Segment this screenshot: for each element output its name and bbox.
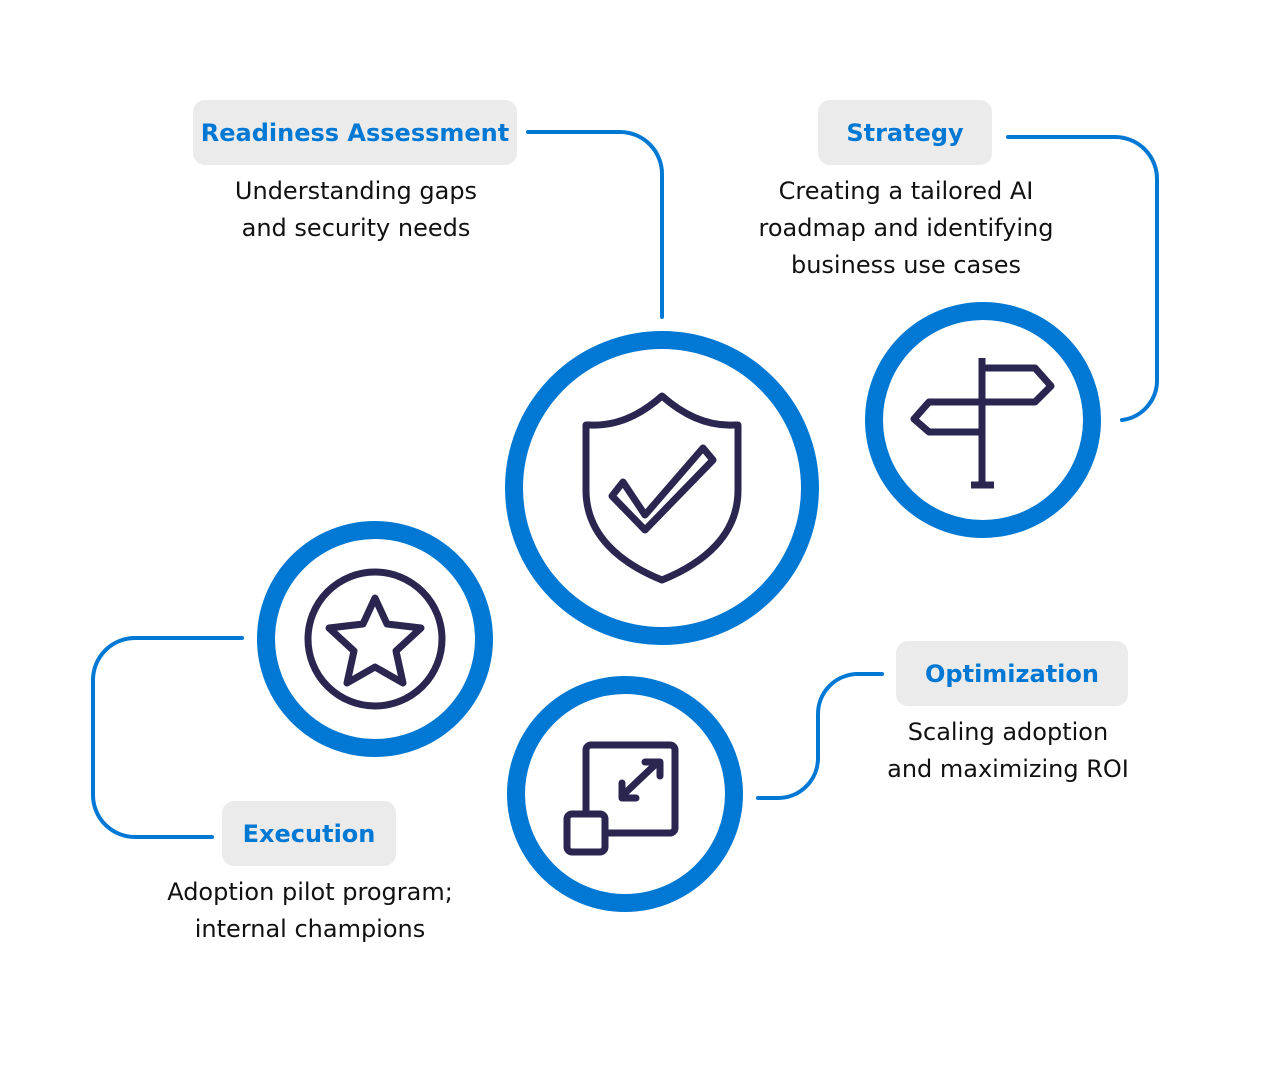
star-circle xyxy=(257,521,493,757)
description-line: Understanding gaps xyxy=(234,177,478,205)
signpost-icon xyxy=(910,358,1055,489)
connector-readiness xyxy=(526,130,664,319)
description-line: Creating a tailored AI xyxy=(778,177,1034,205)
readiness-assessment-label: Readiness Assessment xyxy=(193,100,517,165)
description-line: roadmap and identifying xyxy=(758,214,1054,242)
execution-label: Execution xyxy=(222,801,396,866)
connector-optimization xyxy=(756,672,884,800)
description-line: business use cases xyxy=(790,251,1021,279)
description-line: Adoption pilot program; xyxy=(167,878,453,906)
connector-execution xyxy=(91,636,244,839)
strategy-description: Creating a tailored AI roadmap and ident… xyxy=(706,173,1106,284)
description-line: Scaling adoption xyxy=(907,718,1109,746)
scale-resize-icon xyxy=(563,741,679,856)
shield-check-icon xyxy=(582,392,742,584)
optimization-description: Scaling adoption and maximizing ROI xyxy=(808,714,1208,788)
connector-strategy xyxy=(1006,135,1160,422)
readiness-assessment-description: Understanding gaps and security needs xyxy=(156,173,556,247)
description-line: and maximizing ROI xyxy=(887,755,1129,783)
execution-description: Adoption pilot program; internal champio… xyxy=(110,874,510,948)
shield-circle xyxy=(505,331,819,645)
optimization-label: Optimization xyxy=(896,641,1128,706)
description-line: and security needs xyxy=(241,214,471,242)
star-badge-icon xyxy=(304,568,446,710)
description-line: internal champions xyxy=(194,915,426,943)
strategy-label: Strategy xyxy=(818,100,992,165)
